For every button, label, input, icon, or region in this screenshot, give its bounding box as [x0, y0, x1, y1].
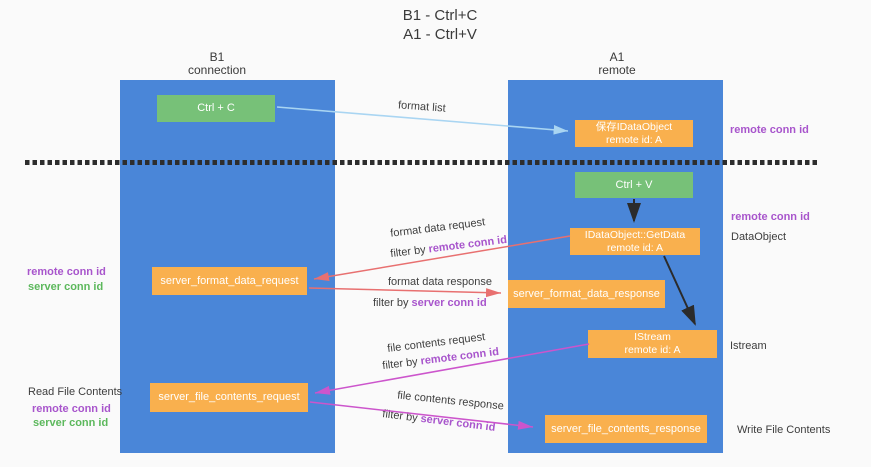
lifeline-a1-role: remote	[598, 63, 636, 77]
node-server-format-data-request: server_format_data_request	[152, 267, 307, 295]
filter-key-server-conn-id: server conn id	[411, 297, 487, 309]
diagram-title: B1 - Ctrl+C A1 - Ctrl+V	[300, 6, 580, 44]
node-server-file-contents-response: server_file_contents_response	[545, 415, 707, 443]
node-file-response-label: server_file_contents_response	[551, 422, 701, 435]
label-remote-conn-id-dataobject: remote conn id	[731, 211, 810, 223]
phase-divider-dashed-line	[25, 160, 818, 165]
arrow-label-file-contents-response: file contents response	[396, 389, 505, 413]
lifeline-header-b1: B1 connection	[152, 51, 282, 77]
filter-by-text: filter by	[381, 355, 419, 373]
title-line-1: B1 - Ctrl+C	[402, 7, 478, 24]
filter-key-remote-conn-id: remote conn id	[427, 233, 508, 256]
label-istream: Istream	[730, 340, 767, 352]
label-left-file-remote-conn-id: remote conn id	[32, 403, 111, 415]
label-left-file-server-conn-id: server conn id	[33, 417, 109, 429]
filter-key-server-conn-id: server conn id	[419, 412, 496, 434]
arrow-label-format-list: format list	[397, 99, 447, 115]
node-server-format-data-response: server_format_data_response	[508, 280, 665, 308]
arrow-label-format-data-request: format data request	[389, 216, 486, 240]
node-ctrl-v-label: Ctrl + V	[615, 178, 653, 191]
node-ctrl-c-label: Ctrl + C	[197, 102, 235, 114]
node-format-response-label: server_format_data_response	[513, 287, 660, 300]
node-istream-line2: remote id: A	[624, 344, 681, 356]
filter-by-text: filter by	[373, 297, 409, 309]
node-store-idataobject-line1: 保存IDataObject	[595, 120, 673, 133]
label-read-file-contents: Read File Contents	[28, 386, 123, 398]
node-format-request-label: server_format_data_request	[160, 274, 299, 287]
label-left-request-server-conn-id: server conn id	[28, 281, 104, 293]
filter-by-text: filter by	[381, 408, 419, 425]
label-dataobject: DataObject	[731, 231, 787, 243]
node-file-request-label: server_file_contents_request	[158, 391, 300, 403]
label-left-request-remote-conn-id: remote conn id	[27, 266, 106, 278]
arrow-label-format-data-response: format data response	[388, 276, 492, 288]
node-ctrl-c: Ctrl + C	[157, 95, 275, 122]
lifeline-b1-name: B1	[209, 50, 225, 64]
filter-by-text: filter by	[389, 243, 427, 261]
label-remote-conn-id-top: remote conn id	[730, 124, 809, 136]
node-store-idataobject-line2: remote id: A	[605, 133, 663, 146]
node-getdata-line2: remote id: A	[606, 241, 664, 254]
node-idataobject-getdata: IDataObject::GetData remote id: A	[570, 228, 700, 255]
node-ctrl-v: Ctrl + V	[575, 172, 693, 198]
node-store-idataobject: 保存IDataObject remote id: A	[575, 120, 693, 147]
arrow-format-data-response	[308, 287, 502, 298]
node-server-file-contents-request: server_file_contents_request	[150, 383, 308, 412]
lifeline-header-a1: A1 remote	[552, 51, 682, 77]
lifeline-b1-role: connection	[187, 63, 247, 77]
label-write-file-contents: Write File Contents	[737, 424, 831, 436]
node-istream-line1: IStream	[634, 331, 671, 343]
node-istream: IStream remote id: A	[588, 330, 717, 358]
lifeline-a1-name: A1	[609, 50, 625, 64]
title-line-2: A1 - Ctrl+V	[403, 26, 477, 43]
node-getdata-line1: IDataObject::GetData	[584, 228, 686, 241]
